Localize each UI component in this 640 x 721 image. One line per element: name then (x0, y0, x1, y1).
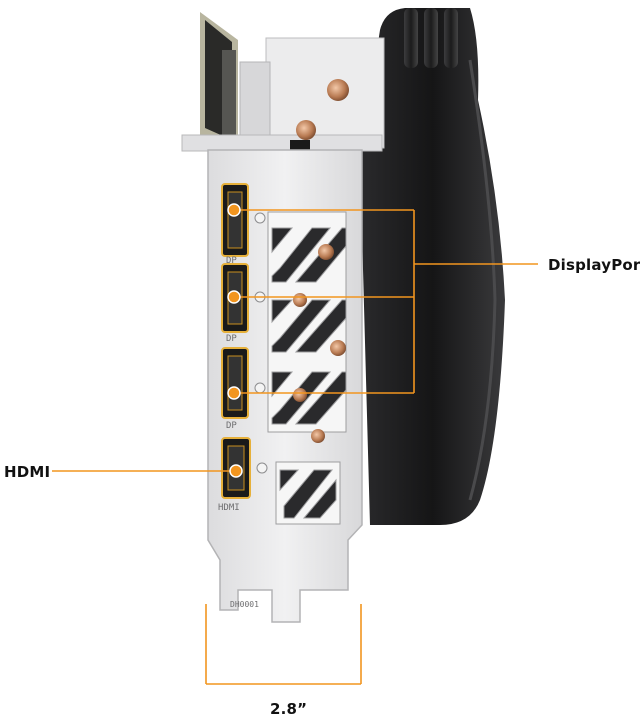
displayport-port-3 (221, 347, 266, 419)
part-code: DH0001 (230, 600, 259, 609)
pcb-edge (200, 12, 238, 148)
port-label-dp-2: DP (226, 334, 237, 344)
dp-2-marker-dot (227, 290, 241, 304)
width-dimension (205, 604, 362, 685)
port-label-dp-3: DP (226, 421, 237, 431)
bracket-vents (267, 211, 347, 525)
bracket-top-mount (181, 37, 385, 152)
hdmi-marker-dot (229, 464, 243, 478)
displayport-label: DisplayPort (548, 256, 640, 274)
port-label-hdmi: HDMI (218, 503, 240, 513)
displayport-callout (234, 209, 538, 394)
dp-3-marker-dot (227, 386, 241, 400)
bracket-width-label: 2.8” (270, 700, 308, 718)
hdmi-label: HDMI (4, 463, 51, 481)
port-label-dp-1: DP (226, 256, 237, 266)
dp-1-marker-dot (227, 203, 241, 217)
heatsink-shroud (360, 8, 505, 525)
